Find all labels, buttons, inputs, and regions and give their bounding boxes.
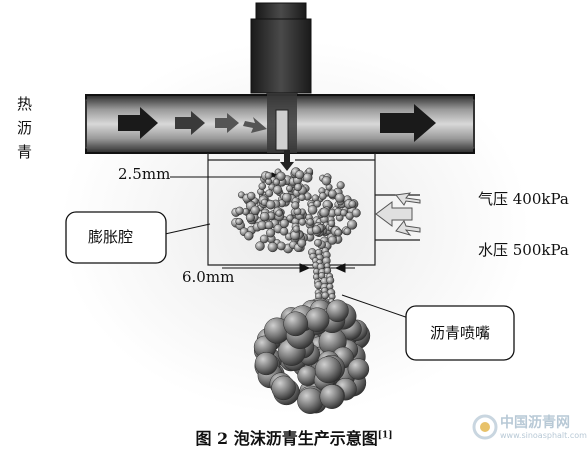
foam-bubble bbox=[328, 189, 337, 199]
foam-bubble bbox=[264, 171, 273, 180]
foam-bubble bbox=[327, 219, 336, 228]
watermark-name: 中国沥青网 bbox=[500, 415, 570, 431]
foam-bubble bbox=[259, 234, 269, 244]
droplet bbox=[326, 299, 349, 323]
caption-text: 图 2 泡沫沥青生产示意图 bbox=[195, 429, 378, 448]
foam-bubble bbox=[306, 218, 314, 226]
foam-bubble bbox=[255, 241, 265, 251]
main-input-arrow bbox=[375, 201, 413, 227]
foam-bubble bbox=[318, 192, 327, 200]
flow-arrow-2 bbox=[175, 111, 205, 135]
pressure-arrows bbox=[375, 192, 421, 236]
water-pressure-label: 水压 500kPa bbox=[478, 241, 569, 259]
foam-bubble bbox=[276, 171, 286, 181]
foam-bubble bbox=[272, 178, 281, 186]
air-pressure-label: 气压 400kPa bbox=[478, 190, 569, 208]
foam-bubble bbox=[244, 231, 254, 241]
foam-bubble bbox=[276, 241, 286, 251]
flow-arrow-1 bbox=[118, 107, 158, 139]
nozzle-bubble bbox=[321, 291, 329, 300]
foam-bubble bbox=[314, 238, 322, 247]
foam-bubble bbox=[348, 200, 357, 208]
watermark-logo-icon bbox=[472, 414, 498, 440]
foam-bubble bbox=[279, 218, 289, 229]
foam-bubble bbox=[265, 199, 276, 210]
foam-bubble bbox=[334, 192, 345, 203]
dim-bottom-label: 6.0mm bbox=[182, 268, 235, 286]
foam-bubble bbox=[294, 183, 303, 192]
foam-bubble bbox=[259, 211, 270, 222]
foam-bubble bbox=[307, 205, 318, 215]
droplet bbox=[347, 358, 370, 380]
foam-bubble bbox=[302, 172, 313, 183]
droplet bbox=[319, 384, 345, 409]
foam-bubble bbox=[286, 185, 293, 192]
foam-bubble bbox=[291, 201, 300, 210]
figure-caption: 图 2 泡沫沥青生产示意图[1] bbox=[0, 425, 588, 449]
foam-bubble bbox=[327, 235, 337, 245]
foam-bubble bbox=[319, 207, 330, 218]
foam-bubble bbox=[347, 219, 358, 230]
water-arrow bbox=[395, 220, 421, 236]
watermark: 中国沥青网 www.sinoasphalt.com bbox=[470, 410, 587, 446]
foam-bubble bbox=[245, 212, 255, 223]
foam-bubble bbox=[264, 220, 274, 230]
side-label-char: 青 bbox=[17, 143, 33, 161]
foam-bubble bbox=[235, 206, 244, 215]
foam-bubble bbox=[267, 242, 278, 253]
nozzle-callout-text: 沥青喷嘴 bbox=[430, 324, 491, 342]
droplet bbox=[314, 356, 342, 384]
foam-bubble bbox=[343, 227, 352, 236]
foam-bubble bbox=[334, 228, 343, 237]
droplet bbox=[271, 375, 296, 401]
nozzle-bubble bbox=[326, 276, 335, 285]
foam-bubble bbox=[297, 238, 307, 248]
injection-arrow bbox=[280, 150, 294, 171]
chamber-callout-text: 膨胀腔 bbox=[88, 228, 134, 246]
caption-ref: [1] bbox=[377, 430, 393, 441]
flow-arrows bbox=[118, 104, 436, 142]
foam-bubble bbox=[298, 193, 306, 202]
callout-chamber bbox=[65, 211, 211, 264]
droplet bbox=[283, 311, 309, 337]
foam-bubble bbox=[272, 185, 283, 195]
flow-arrow-3 bbox=[215, 113, 239, 133]
foam-bubble bbox=[266, 228, 276, 238]
foam-bubble bbox=[279, 227, 289, 236]
foam-bubble bbox=[298, 218, 307, 226]
hot-asphalt-label: 热 沥 青 bbox=[17, 92, 35, 164]
callout-nozzle bbox=[341, 294, 515, 361]
foam-bubble bbox=[258, 182, 267, 190]
foam-bubble bbox=[295, 170, 305, 180]
side-label-char: 热 bbox=[17, 95, 33, 113]
dim-top-label: 2.5mm bbox=[118, 165, 171, 183]
foam-bubble bbox=[275, 209, 283, 217]
flow-arrow-4 bbox=[243, 117, 267, 133]
foam-bubble bbox=[313, 200, 322, 208]
foam-bubble bbox=[265, 189, 274, 198]
foam-bubble bbox=[321, 176, 332, 186]
droplet bbox=[304, 307, 330, 332]
side-label-char: 沥 bbox=[17, 119, 33, 137]
foam-bubble bbox=[235, 217, 243, 226]
foam-bubble bbox=[312, 225, 321, 235]
expanded-droplets bbox=[253, 297, 371, 414]
droplet bbox=[297, 387, 324, 414]
foam-bubble bbox=[281, 192, 292, 203]
foam-bubbles bbox=[231, 167, 361, 254]
foam-bubble bbox=[286, 214, 294, 222]
droplet bbox=[254, 352, 278, 376]
foam-bubble bbox=[247, 191, 256, 201]
watermark-url: www.sinoasphalt.com bbox=[500, 431, 587, 440]
foam-bubble bbox=[351, 208, 361, 218]
foam-bubble bbox=[292, 225, 300, 233]
flow-arrow-5 bbox=[380, 104, 436, 142]
air-arrow bbox=[395, 192, 421, 206]
foam-bubble bbox=[250, 205, 260, 216]
